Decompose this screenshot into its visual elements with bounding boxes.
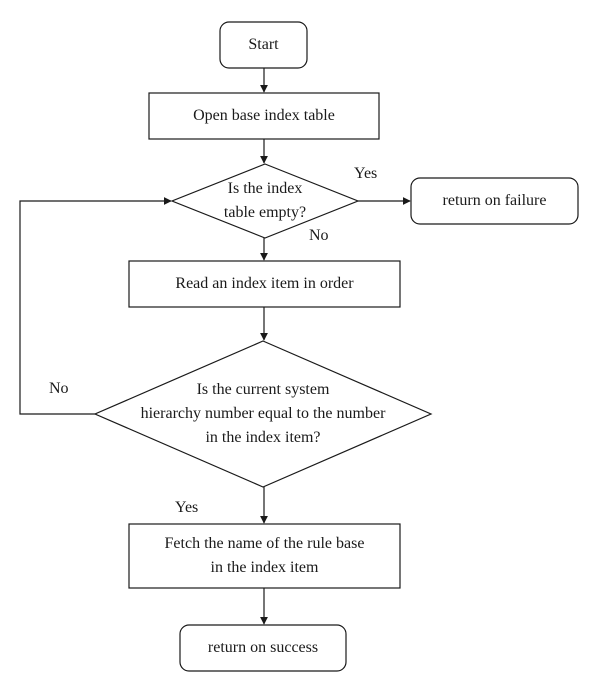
is-empty-label: Is the index table empty?	[223, 180, 307, 221]
start-label: Start	[248, 36, 279, 53]
return-success-label: return on success	[207, 639, 319, 656]
is-equal-label: Is the current system hierarchy number e…	[140, 381, 386, 446]
read-item-label: Read an index item in order	[175, 275, 354, 292]
open-table-label: Open base index table	[193, 107, 335, 124]
fetch-name-label: Fetch the name of the rule base in the i…	[164, 535, 365, 576]
is-empty-decision	[170, 163, 360, 239]
arrow-equal-no-loop	[19, 197, 172, 415]
edge-label-equal-no: No	[49, 380, 69, 397]
edge-label-empty-yes: Yes	[354, 165, 378, 182]
edge-label-equal-yes: Yes	[175, 499, 199, 516]
is-equal-decision	[93, 340, 433, 488]
edge-label-empty-no: No	[309, 227, 329, 244]
return-failure-label: return on failure	[442, 192, 547, 209]
return-success-node	[179, 624, 347, 672]
return-failure-node	[410, 177, 579, 225]
